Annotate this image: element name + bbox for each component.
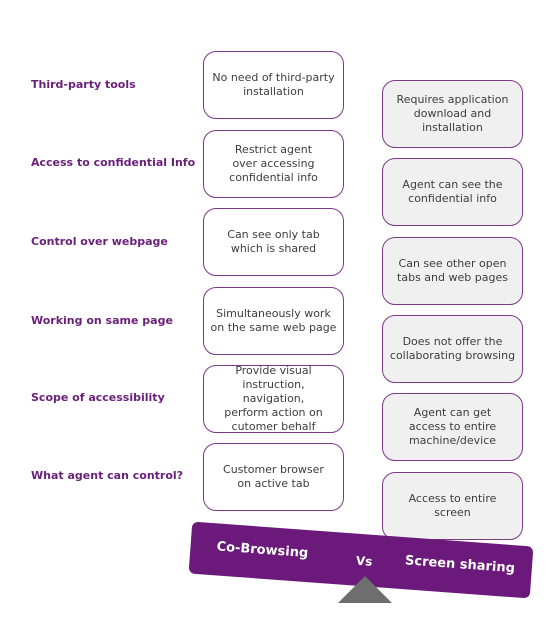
row-label-third-party-tools: Third-party tools bbox=[31, 78, 136, 91]
screen-sharing-card-what-agent-can-control: Access to entire screen bbox=[382, 472, 523, 540]
row-label-control-over-webpage: Control over webpage bbox=[31, 235, 168, 248]
co-browsing-card-scope-of-accessibility: Provide visual instruction, navigation, … bbox=[203, 364, 344, 433]
vs-label: Vs bbox=[355, 553, 373, 569]
row-label-what-agent-can-control: What agent can control? bbox=[31, 469, 184, 482]
row-label-confidential-info: Access to confidential Info bbox=[31, 156, 196, 169]
screen-sharing-card-confidential-info: Agent can see the confidential info bbox=[382, 158, 523, 226]
co-browsing-label: Co-Browsing bbox=[216, 539, 309, 562]
row-label-working-same-page: Working on same page bbox=[31, 314, 173, 327]
co-browsing-card-working-same-page: Simultaneously work on the same web page bbox=[203, 287, 344, 355]
screen-sharing-card-scope-of-accessibility: Agent can get access to entire machine/d… bbox=[382, 393, 523, 461]
screen-sharing-card-working-same-page: Does not offer the collaborating browsin… bbox=[382, 315, 523, 383]
screen-sharing-label: Screen sharing bbox=[404, 553, 516, 577]
co-browsing-card-third-party-tools: No need of third-party installation bbox=[203, 51, 344, 119]
row-label-scope-of-accessibility: Scope of accessibility bbox=[31, 391, 165, 404]
co-browsing-card-what-agent-can-control: Customer browser on active tab bbox=[203, 443, 344, 511]
co-browsing-card-control-over-webpage: Can see only tab which is shared bbox=[203, 208, 344, 276]
screen-sharing-card-control-over-webpage: Can see other open tabs and web pages bbox=[382, 237, 523, 305]
fulcrum-triangle-icon bbox=[338, 576, 392, 603]
screen-sharing-card-third-party-tools: Requires application download and instal… bbox=[382, 80, 523, 148]
co-browsing-card-confidential-info: Restrict agent over accessing confidenti… bbox=[203, 130, 344, 198]
